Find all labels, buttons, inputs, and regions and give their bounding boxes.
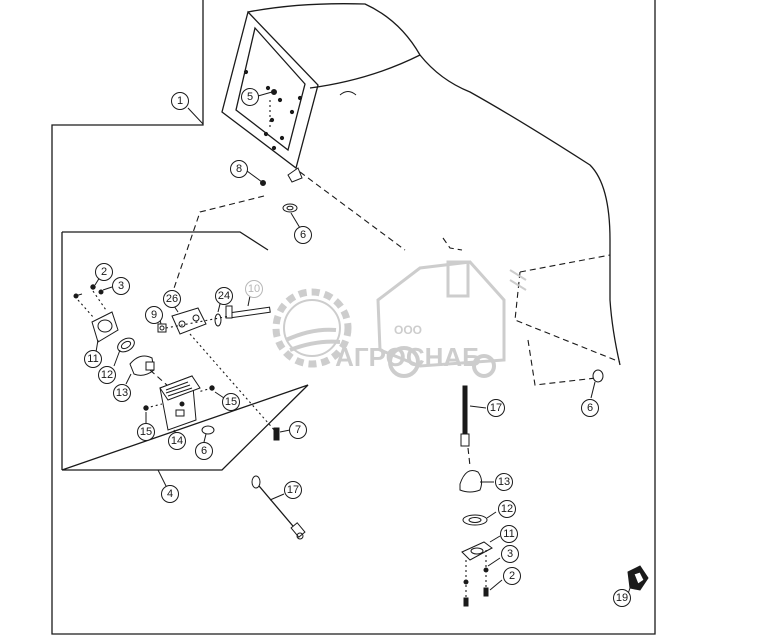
svg-text:3: 3 <box>118 280 124 292</box>
callout-24: 24 <box>215 287 233 305</box>
bolt-part-10 <box>225 295 271 319</box>
svg-text:26: 26 <box>166 293 178 305</box>
callout-6-inset: 6 <box>195 442 213 460</box>
svg-text:19: 19 <box>616 592 628 604</box>
callout-14: 14 <box>168 432 186 450</box>
cab-body <box>221 3 621 386</box>
callout-6-right: 6 <box>581 399 599 417</box>
connector-part-19 <box>627 565 649 595</box>
svg-text:3: 3 <box>507 548 513 560</box>
svg-text:1: 1 <box>177 95 183 107</box>
watermark-name: АГРОСНАБ <box>335 342 481 372</box>
group-4-outline <box>61 231 309 471</box>
svg-text:9: 9 <box>151 309 157 321</box>
callout-13-right: 13 <box>495 473 513 491</box>
lamp-base-11-right <box>461 535 501 561</box>
svg-text:10: 10 <box>248 283 260 295</box>
svg-text:15: 15 <box>225 396 237 408</box>
svg-text:24: 24 <box>218 290 230 302</box>
svg-text:13: 13 <box>498 476 510 488</box>
callout-17-left: 17 <box>284 481 302 499</box>
washer-part-6-right <box>592 369 604 383</box>
svg-text:12: 12 <box>501 503 513 515</box>
svg-text:11: 11 <box>503 528 514 540</box>
callout-15-right: 15 <box>222 393 240 411</box>
svg-text:17: 17 <box>490 402 502 414</box>
callout-15-left: 15 <box>137 423 155 441</box>
svg-text:2: 2 <box>509 570 515 582</box>
antenna-part-17 <box>460 385 487 447</box>
callout-26: 26 <box>163 290 181 308</box>
callout-2-left: 2 <box>95 263 113 281</box>
callout-6-top: 6 <box>294 226 312 244</box>
leader-4 <box>157 469 167 487</box>
callout-11-right: 11 <box>500 525 518 543</box>
callout-3-right: 3 <box>501 545 519 563</box>
gasket-12-right <box>462 511 497 526</box>
callout-13-left: 13 <box>113 384 131 402</box>
bolt-part-7 <box>273 427 291 441</box>
callout-5: 5 <box>241 88 259 106</box>
leader-8 <box>246 170 263 183</box>
callout-1: 1 <box>171 92 189 110</box>
svg-text:6: 6 <box>587 402 593 414</box>
leader-1 <box>187 107 204 125</box>
washer-part-24 <box>214 303 222 327</box>
callout-7: 7 <box>289 421 307 439</box>
lamp-housing-14 <box>159 375 201 435</box>
gear-icon <box>272 288 352 368</box>
svg-text:2: 2 <box>101 266 107 278</box>
callout-3-left: 3 <box>112 277 130 295</box>
watermark-logo: ООО АГРОСНАБ <box>272 260 527 378</box>
svg-text:8: 8 <box>236 163 242 175</box>
washer-part-6-top <box>282 203 298 213</box>
svg-text:7: 7 <box>295 424 301 436</box>
callout-10: 10 <box>245 280 263 298</box>
callout-2-right: 2 <box>503 567 521 585</box>
svg-text:4: 4 <box>167 488 173 500</box>
leader-8-dashed <box>169 195 265 301</box>
diagram-frame <box>51 0 656 635</box>
svg-text:15: 15 <box>140 426 152 438</box>
callout-19: 19 <box>613 589 631 607</box>
svg-text:13: 13 <box>116 387 128 399</box>
callout-12-right: 12 <box>498 500 516 518</box>
mount-bracket-26 <box>171 305 207 335</box>
callout-11-left: 11 <box>84 350 102 368</box>
watermark-prefix: ООО <box>394 323 422 337</box>
callout-12-left: 12 <box>98 366 116 384</box>
callout-17-right: 17 <box>487 399 505 417</box>
svg-text:17: 17 <box>287 484 299 496</box>
leader-5 <box>257 91 273 97</box>
svg-text:6: 6 <box>201 445 207 457</box>
svg-text:6: 6 <box>300 229 306 241</box>
washer-part-6-inset <box>201 425 215 435</box>
svg-text:14: 14 <box>171 435 183 447</box>
callout-9: 9 <box>145 306 163 324</box>
callout-8: 8 <box>230 160 248 178</box>
svg-text:5: 5 <box>247 91 253 103</box>
tractor-icon <box>376 260 527 378</box>
lamp-lens-13-right <box>459 447 494 493</box>
svg-text:12: 12 <box>101 369 113 381</box>
callout-4: 4 <box>161 485 179 503</box>
lamp-assembly-left <box>73 276 169 387</box>
cable-part-17 <box>251 475 306 540</box>
svg-text:11: 11 <box>87 353 98 365</box>
